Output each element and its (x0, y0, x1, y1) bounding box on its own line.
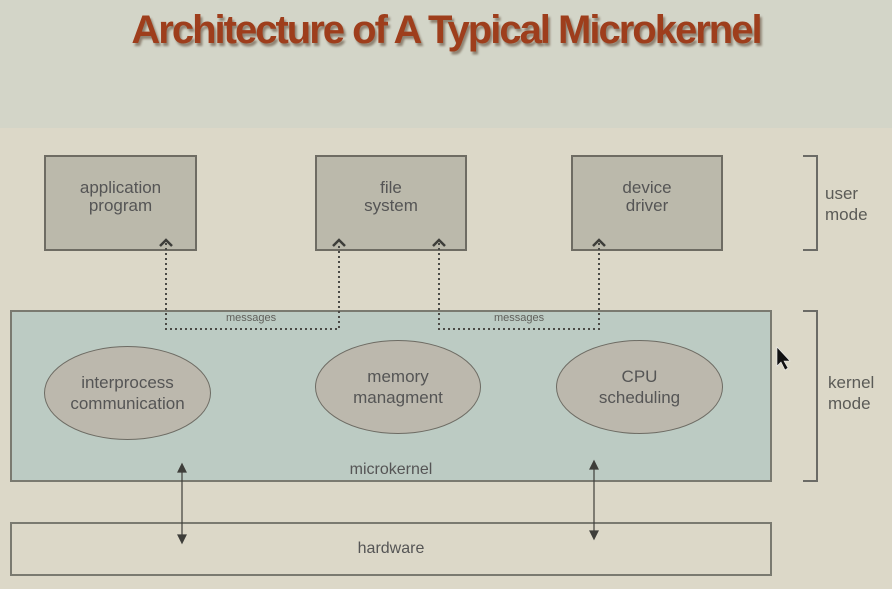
mode-label-line: user (825, 184, 859, 203)
mode-label-line: kernel (828, 373, 875, 392)
box-label: system (364, 196, 418, 215)
title-band (0, 0, 892, 128)
box-label: device (622, 178, 672, 197)
arrow-up-icon (177, 462, 187, 473)
cpu-scheduling-component: CPU scheduling (556, 340, 723, 434)
arrowhead-up-icon (592, 238, 606, 247)
user-mode-label: user mode (825, 183, 868, 225)
user-mode-bracket (803, 155, 818, 251)
mode-label-line: mode (825, 205, 868, 224)
component-label: scheduling (598, 388, 681, 407)
memory-management-component: memory managment (315, 340, 481, 434)
hardware-label: hardware (357, 540, 425, 557)
kernel-mode-bracket (803, 310, 818, 482)
kernel-mode-label: kernel mode (828, 372, 874, 414)
arrowhead-up-icon (332, 238, 346, 247)
component-label: CPU (621, 367, 658, 386)
component-label: communication (70, 394, 185, 413)
box-label: file (380, 178, 402, 197)
slide-title: Architecture of A Typical Microkernel (131, 8, 762, 52)
mouse-cursor-icon (776, 346, 791, 371)
message-path-1 (165, 243, 340, 330)
arrow-down-icon (589, 530, 599, 541)
ipc-component: interprocess communication (44, 346, 211, 440)
messages-label-2: messages (494, 312, 545, 324)
messages-label-1: messages (226, 312, 277, 324)
mode-label-line: mode (828, 394, 871, 413)
arrow-up-icon (589, 459, 599, 470)
arrow-down-icon (177, 534, 187, 545)
hardware-box: hardware (10, 522, 772, 576)
component-label: memory (367, 367, 429, 386)
message-path-2 (438, 243, 600, 330)
box-label: driver (625, 196, 669, 215)
component-label: interprocess (81, 373, 174, 392)
arrowhead-up-icon (432, 238, 446, 247)
box-label: application (79, 178, 162, 197)
arrowhead-up-icon (159, 238, 173, 247)
component-label: managment (353, 388, 443, 407)
box-label: program (88, 196, 153, 215)
microkernel-label: microkernel (349, 461, 433, 478)
